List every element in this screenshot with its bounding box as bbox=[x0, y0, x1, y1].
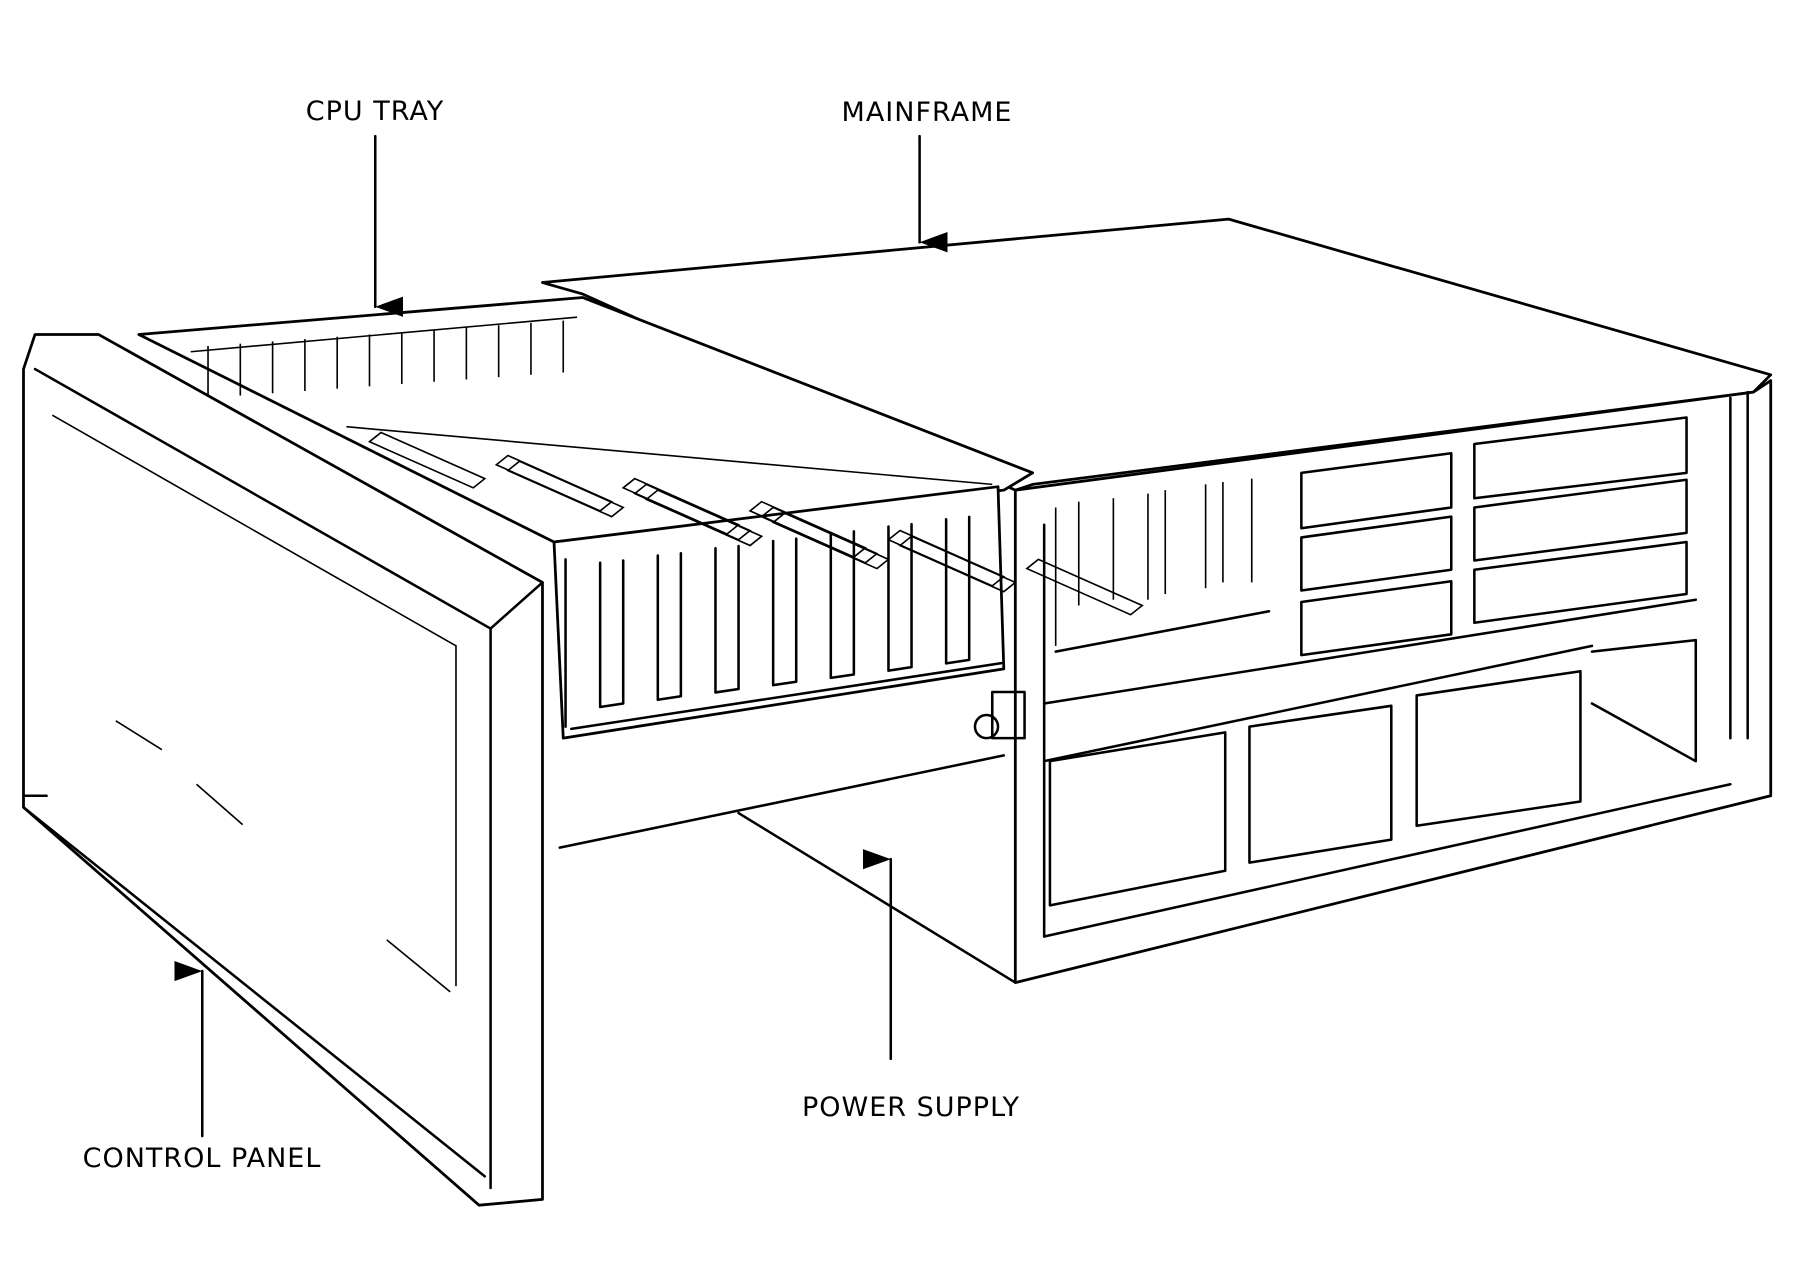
tray-fin bbox=[598, 559, 625, 709]
mainframe-drawing bbox=[541, 217, 1773, 984]
tray-fin bbox=[944, 515, 971, 665]
tray-card-slot bbox=[644, 489, 764, 547]
cpu-tray-drawing bbox=[137, 296, 1144, 740]
label-mainframe: MAINFRAME bbox=[841, 97, 1013, 128]
tray-fin bbox=[771, 537, 798, 687]
label-cpu-tray: CPU TRAY bbox=[305, 96, 445, 127]
tray-fin bbox=[887, 522, 913, 672]
label-control-panel: CONTROL PANEL bbox=[82, 1143, 322, 1174]
label-power-supply: POWER SUPPLY bbox=[801, 1092, 1021, 1123]
control-panel-drawing bbox=[22, 333, 544, 1207]
tray-fin bbox=[714, 544, 740, 694]
power-supply-drawing bbox=[558, 754, 1017, 984]
tray-card-slot bbox=[506, 460, 625, 518]
tray-card-slot bbox=[898, 535, 1017, 593]
tray-card-slot bbox=[1025, 558, 1144, 616]
tray-card-slot bbox=[367, 431, 487, 489]
tray-card-slot bbox=[771, 512, 891, 570]
tray-fin bbox=[656, 551, 683, 701]
tray-fin bbox=[829, 530, 856, 680]
